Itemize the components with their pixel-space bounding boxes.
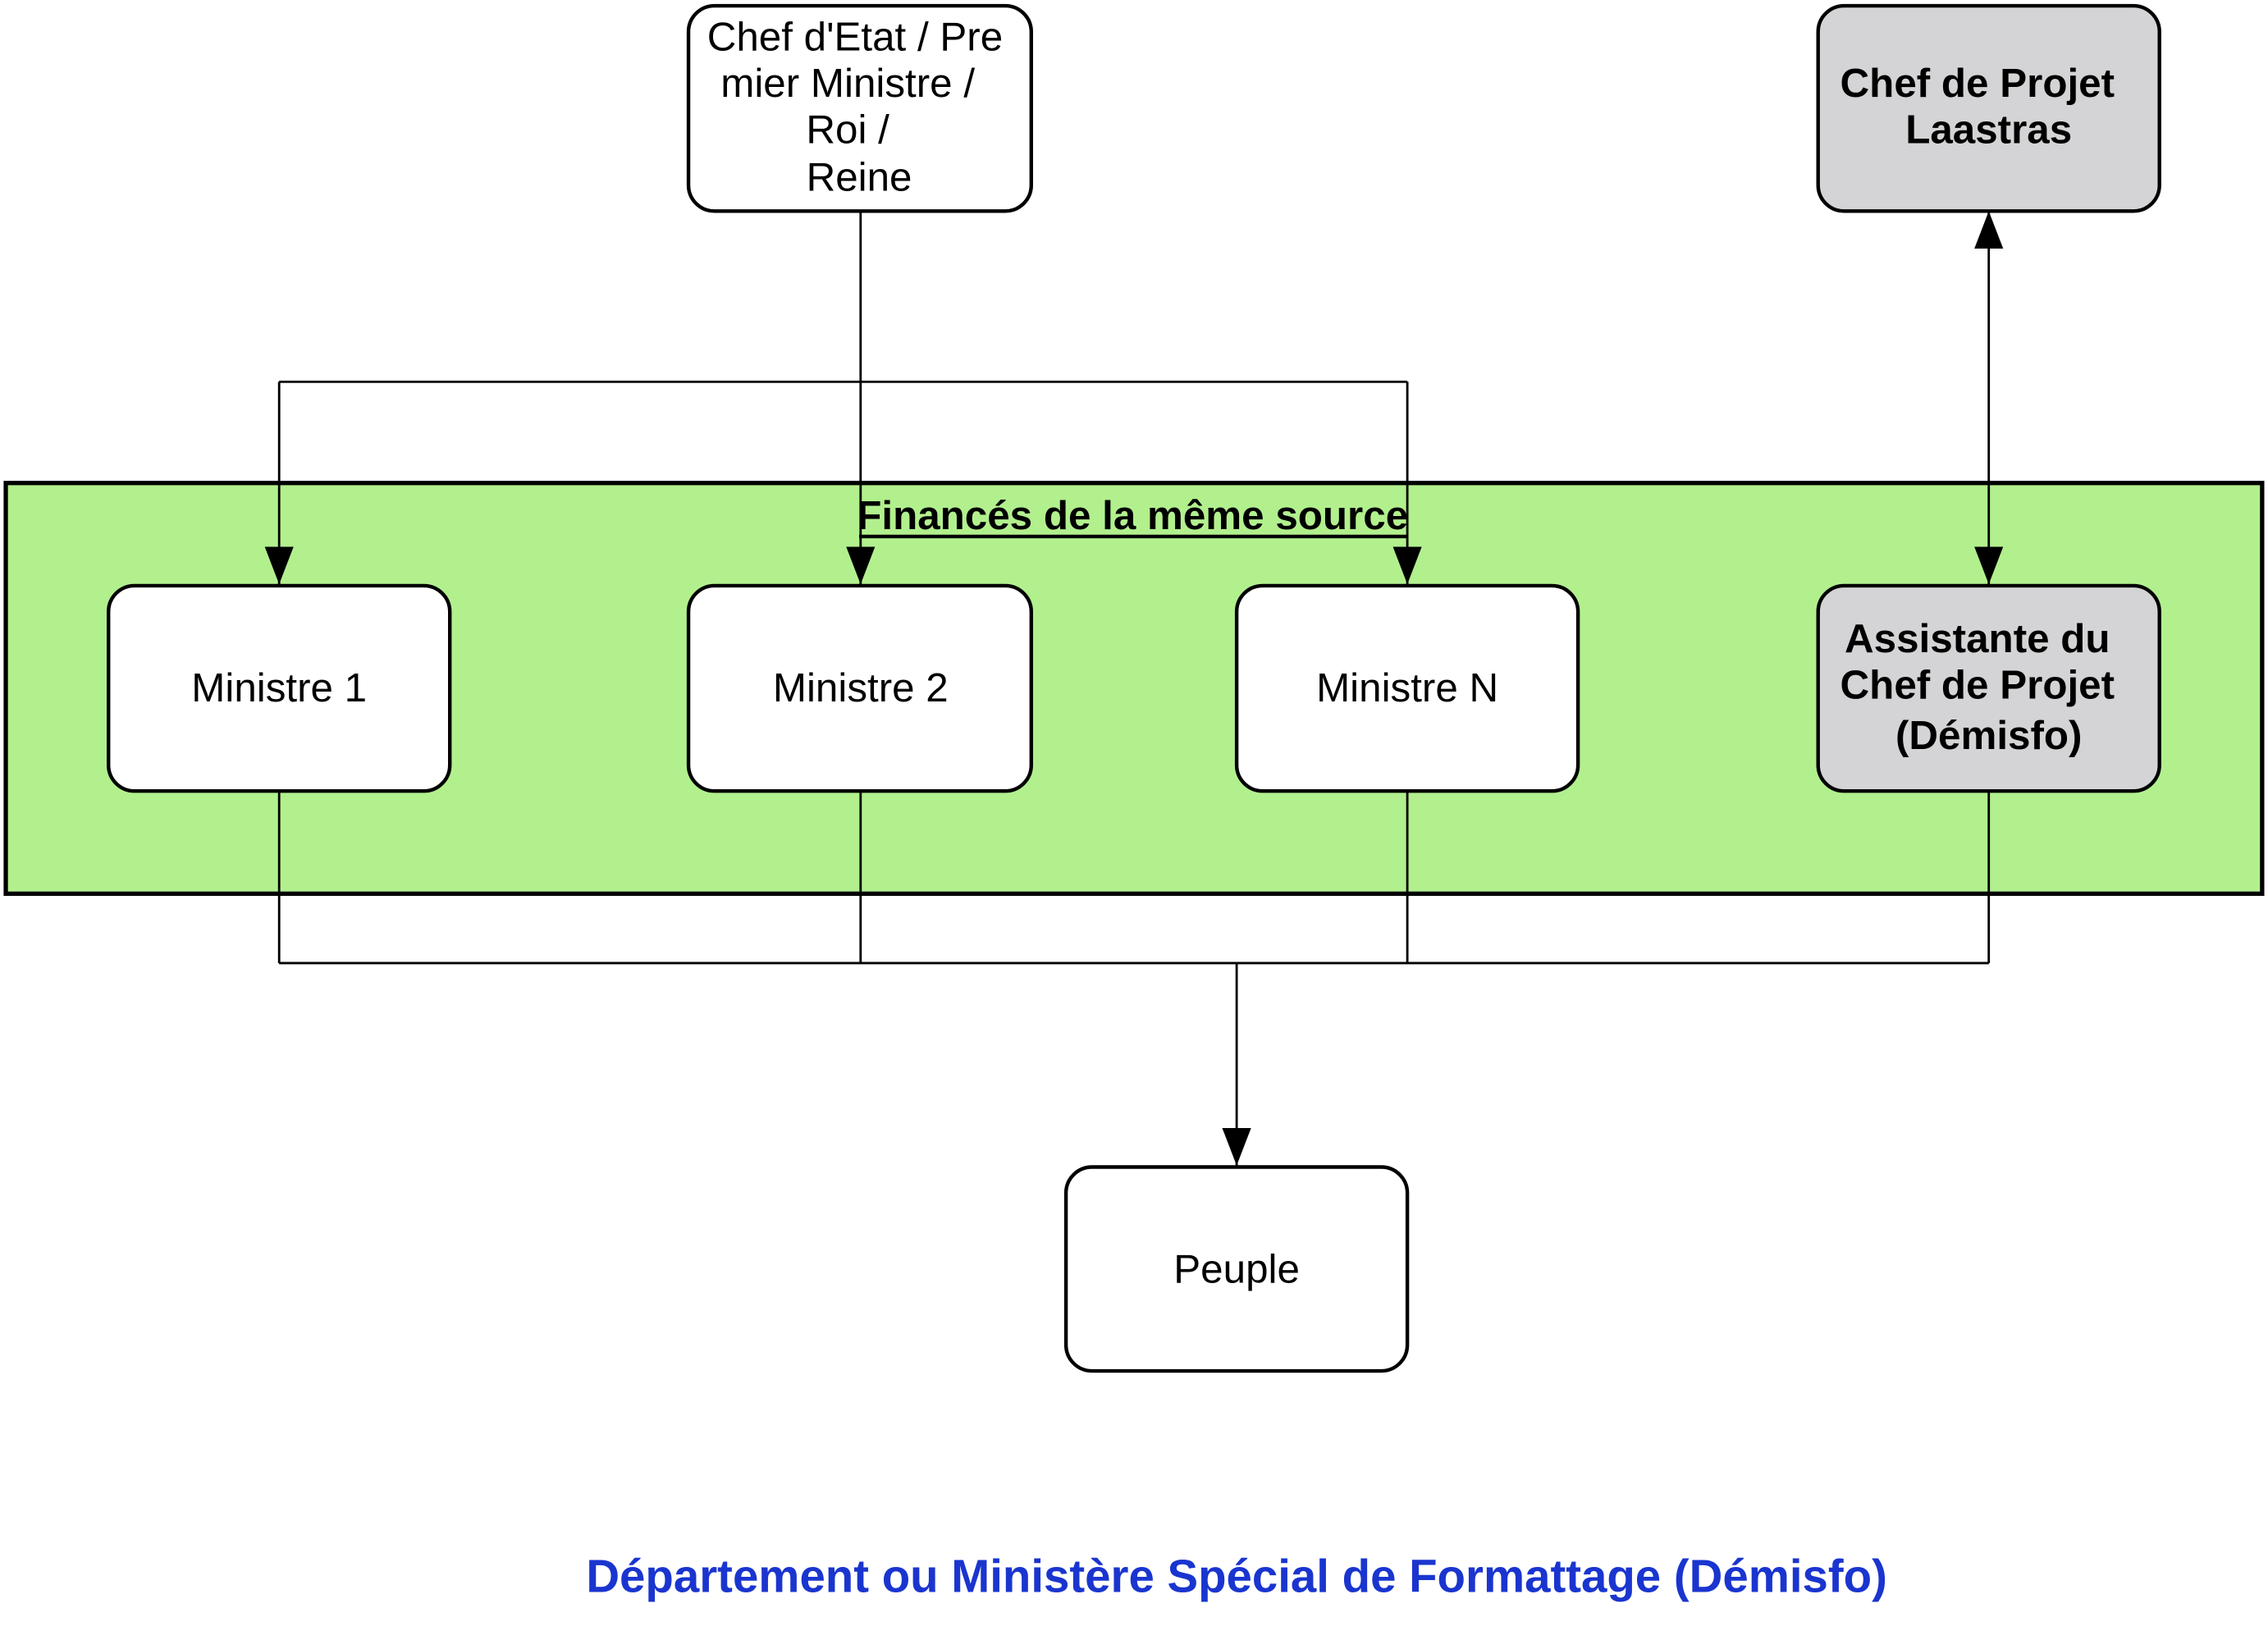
node-minister-2: Ministre 2 (686, 583, 1034, 793)
node-people: Peuple (1063, 1165, 1410, 1373)
svg-text:Assistante du Chef de Pr: Assistante du Chef de Projet (Démisfo) (1840, 616, 2126, 758)
svg-text:Chef de Projet Laastras: Chef de Projet Laastras (1840, 61, 2126, 152)
head-of-state-line-2: mier Ministre / (720, 61, 975, 106)
head-of-state-line-1: Chef d'Etat / Pre (707, 15, 1004, 60)
funding-band-title: Financés de la même source (857, 493, 1408, 538)
project-lead-line-1: Chef de Projet (1840, 61, 2115, 106)
node-minister-1: Ministre 1 (106, 583, 452, 793)
footer-title: Département ou Ministère Spécial de Form… (586, 1551, 1887, 1602)
node-minister-n: Ministre N (1234, 583, 1580, 793)
assistant-line-1: Assistante du (1845, 616, 2110, 661)
minister-2-label: Ministre 2 (773, 665, 949, 710)
minister-1-label: Ministre 1 (191, 665, 367, 710)
node-assistant: Assistante du Chef de Projet (Démisfo) (1816, 583, 2161, 793)
people-label: Peuple (1173, 1247, 1300, 1292)
head-of-state-line-4: Reine (807, 155, 912, 200)
svg-text:Chef d'Etat / Pre mier M: Chef d'Etat / Pre mier Ministre / Roi / … (707, 15, 1014, 200)
node-project-lead: Chef de Projet Laastras (1816, 3, 2161, 213)
assistant-line-3: (Démisfo) (1895, 713, 2083, 758)
head-of-state-line-3: Roi / (806, 107, 889, 153)
assistant-line-2: Chef de Projet (1840, 662, 2115, 707)
node-head-of-state: Chef d'Etat / Pre mier Ministre / Roi / … (686, 3, 1034, 213)
project-lead-line-2: Laastras (1905, 107, 2072, 153)
minister-n-label: Ministre N (1316, 665, 1498, 710)
